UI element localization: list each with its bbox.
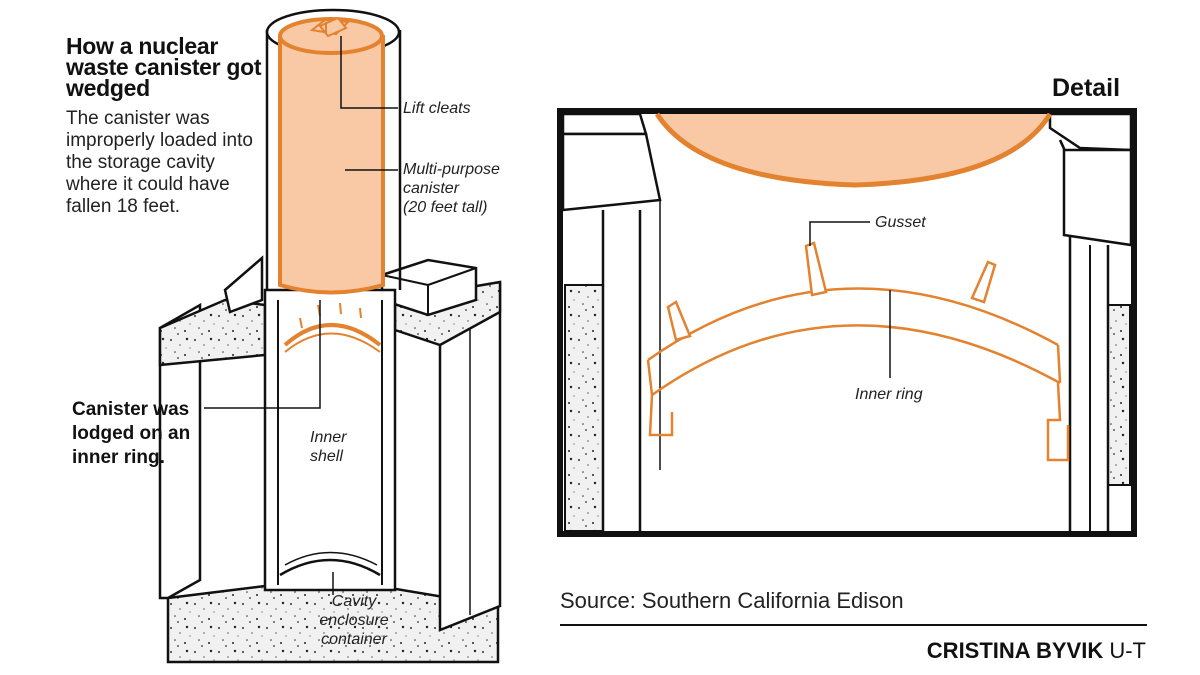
label-canister-line1: Multi-purpose [403, 161, 500, 178]
source-line: Source: Southern California Edison [560, 588, 904, 613]
leader-inner-ring [204, 300, 321, 409]
storage-system-illustration [158, 8, 502, 664]
detail-canister-bottom [657, 114, 1050, 185]
detail-concrete-right [1107, 304, 1131, 486]
label-canister: Multi-purpose canister (20 feet tall) [403, 160, 500, 217]
label-inner-shell: Inner shell [310, 428, 346, 466]
lid-block-left [223, 255, 264, 314]
credit-line: CRISTINA BYVIK U-T [927, 638, 1146, 664]
label-cavity-container: Cavity enclosure container [310, 592, 398, 649]
label-gusset: Gusset [875, 214, 926, 231]
credit-name: CRISTINA BYVIK [926, 638, 1104, 663]
page-title: How a nuclear waste canister got wedged [66, 33, 262, 101]
left-outer-wall [158, 302, 202, 600]
leader-lift-cleats [340, 36, 398, 109]
detail-panel [557, 108, 1137, 537]
detail-concrete-left [564, 284, 604, 532]
detail-title: Detail [1052, 74, 1121, 102]
credit-org: U-T [1109, 638, 1146, 663]
canister-top [278, 17, 384, 55]
detail-inner-ring [646, 287, 1070, 462]
leader-gusset [809, 221, 870, 246]
cavity-enclosure-top [279, 558, 381, 577]
page-subtitle: The canister was improperly loaded into … [66, 108, 253, 217]
lift-cleats [309, 16, 351, 38]
label-cavity-line1: Cavity [331, 593, 377, 610]
label-cavity-line2: enclosure [319, 612, 389, 629]
label-cavity-line3: container [321, 631, 387, 648]
inner-ring-left [283, 323, 382, 347]
label-inner-shell-line2: shell [310, 448, 343, 465]
label-inner-shell-line1: Inner [310, 429, 347, 446]
footer-divider [560, 624, 1147, 626]
label-lift-cleats: Lift cleats [403, 100, 471, 117]
detail-gussets [666, 241, 997, 342]
top-concrete-left [158, 298, 267, 367]
label-canister-line2: canister [403, 180, 460, 197]
label-lodged-callout: Canister was lodged on an inner ring. [72, 399, 191, 468]
label-detail-inner-ring: Inner ring [855, 386, 923, 403]
label-canister-line3: (20 feet tall) [403, 199, 488, 216]
